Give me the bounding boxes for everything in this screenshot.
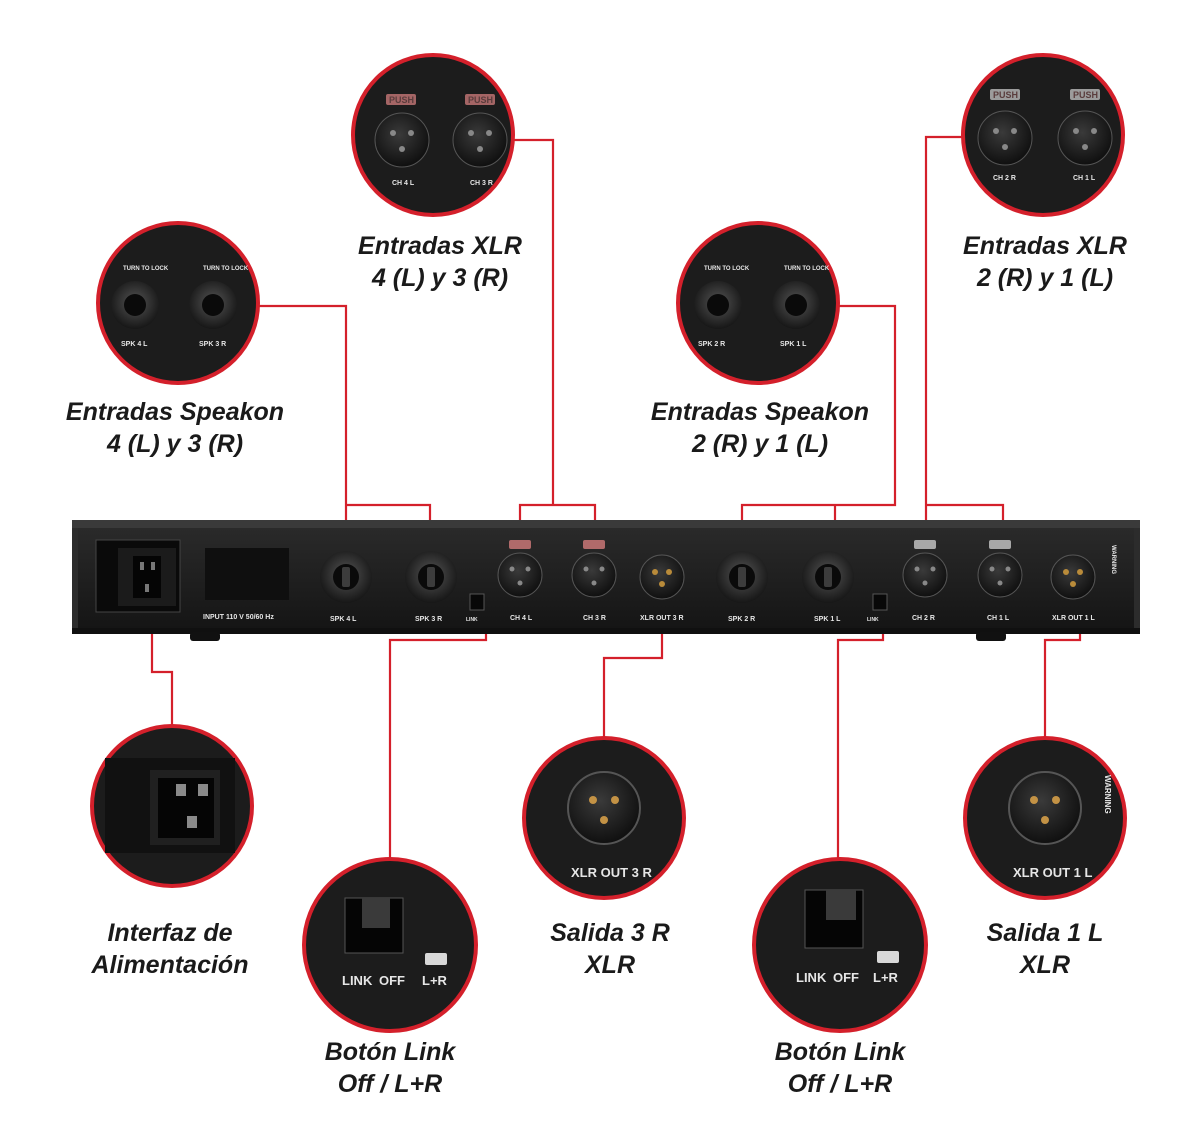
speakon-spk3 [405,551,457,603]
label-ch3: CH 3 R [583,615,606,622]
label-spk1: SPK 1 L [814,616,841,623]
line-out1 [1043,620,1082,740]
caption-out1-line2: XLR [1020,951,1070,979]
label-spk3: SPK 3 R [415,616,442,623]
xlr-in-ch4 [497,540,543,598]
line-out3 [602,616,664,740]
caption-speakon-43-line1: Entradas Speakon [65,398,285,426]
zoom-circle-xlr-43: PUSH PUSH CH 4 L CH 3 R [351,53,515,217]
zoom-label-ch3: CH 3 R [470,180,493,187]
foot-left [190,632,220,641]
caption-link-left-line1: Botón Link [324,1038,456,1066]
zoom-circle-out3: XLR OUT 3 R [522,736,686,900]
line-link-left [388,617,488,870]
zoom-link-label-right: LINK [796,970,827,985]
vent-grille [205,548,289,600]
foot-right [976,632,1006,641]
zoom-circle-link-right: LINK OFF L+R [752,857,928,1033]
zoom-label-xlrout1: XLR OUT 1 L [1013,865,1093,880]
zoom-circle-out1: XLR OUT 1 L WARNING [963,736,1127,900]
zoom-label-spk4: SPK 4 L [121,341,148,348]
zoom-push-2: PUSH [468,95,493,105]
label-ch1: CH 1 L [987,615,1010,622]
zoom-label-ch4: CH 4 L [392,180,415,187]
xlr-in-ch1 [977,540,1023,598]
rear-panel: INPUT 110 V 50/60 Hz SPK 4 L SPK 3 R LIN… [72,520,1140,641]
zoom-lr-label-left: L+R [422,973,448,988]
caption-out1-line1: Salida 1 L [986,919,1104,947]
zoom-circle-power [90,724,254,888]
link-right-mini-label: LINK [867,617,879,623]
caption-link-right-line1: Botón Link [774,1038,906,1066]
zoom-push-3: PUSH [993,90,1018,100]
caption-xlr-43-line2: 4 (L) y 3 (R) [371,264,509,292]
xlr-in-ch3 [571,540,617,598]
caption-xlr-43-line1: Entradas XLR [358,232,522,260]
xlr-out-1 [1050,554,1096,600]
label-spk2: SPK 2 R [728,616,755,623]
zoom-link-label-left: LINK [342,973,373,988]
caption-xlr-21-line1: Entradas XLR [963,232,1127,260]
caption-out3-line2: XLR [585,951,635,979]
zoom-warning: WARNING [1103,775,1112,814]
link-switch-right[interactable] [872,593,888,611]
caption-xlr-21-line2: 2 (R) y 1 (L) [976,264,1114,292]
speakon-spk4 [320,551,372,603]
label-ch4: CH 4 L [510,615,533,622]
caption-out1: Salida 1 L XLR [935,917,1155,981]
zoom-lr-label-right: L+R [873,970,899,985]
zoom-ttl-2: TURN TO LOCK [203,266,249,272]
caption-link-right-line2: Off / L+R [787,1070,893,1098]
caption-power-line2: Alimentación [91,951,249,979]
caption-power-line1: Interfaz de [107,919,233,947]
xlr-in-ch2 [902,540,948,598]
zoom-ttl-4: TURN TO LOCK [784,266,830,272]
link-left-mini-label: LINK [466,617,478,623]
xlr-out-3 [639,554,685,600]
caption-speakon-43-line2: 4 (L) y 3 (R) [106,430,244,458]
caption-link-right: Botón Link Off / L+R [725,1036,955,1100]
speakon-spk1 [802,551,854,603]
line-xlr-43 [500,138,597,545]
power-inlet [95,539,181,613]
zoom-push-1: PUSH [389,95,414,105]
zoom-circle-xlr-21: PUSH PUSH CH 2 R CH 1 L [961,53,1125,217]
caption-xlr-21: Entradas XLR 2 (R) y 1 (L) [925,230,1165,294]
zoom-label-spk3: SPK 3 R [199,341,226,348]
zoom-off-label-left: OFF [379,973,405,988]
caption-speakon-21-line1: Entradas Speakon [650,398,870,426]
caption-out3-line1: Salida 3 R [550,919,670,947]
label-xlrout3: XLR OUT 3 R [640,615,684,622]
label-xlrout1: XLR OUT 1 L [1052,615,1096,622]
caption-speakon-43: Entradas Speakon 4 (L) y 3 (R) [40,396,310,460]
zoom-circle-speakon-21: TURN TO LOCK TURN TO LOCK SPK 2 R SPK 1 … [676,221,840,385]
caption-xlr-43: Entradas XLR 4 (L) y 3 (R) [320,230,560,294]
zoom-label-spk1: SPK 1 L [780,341,807,348]
warning-label: WARNING [1110,545,1116,574]
zoom-label-ch1: CH 1 L [1073,175,1096,182]
caption-out3: Salida 3 R XLR [500,917,720,981]
zoom-ttl-1: TURN TO LOCK [123,266,169,272]
caption-link-left: Botón Link Off / L+R [275,1036,505,1100]
line-power [150,600,174,728]
label-spk4: SPK 4 L [330,616,357,623]
zoom-label-spk2: SPK 2 R [698,341,725,348]
caption-speakon-21-line2: 2 (R) y 1 (L) [691,430,829,458]
caption-speakon-21: Entradas Speakon 2 (R) y 1 (L) [620,396,900,460]
zoom-push-4: PUSH [1073,90,1098,100]
input-voltage-label: INPUT 110 V 50/60 Hz [203,614,274,621]
label-ch2: CH 2 R [912,615,935,622]
line-link-right [836,617,885,870]
zoom-off-label-right: OFF [833,970,859,985]
zoom-label-ch2: CH 2 R [993,175,1016,182]
link-switch-left[interactable] [469,593,485,611]
zoom-circle-speakon-43: TURN TO LOCK TURN TO LOCK SPK 4 L SPK 3 … [96,221,260,385]
speakon-spk2 [716,551,768,603]
zoom-label-xlrout3: XLR OUT 3 R [571,865,653,880]
caption-power: Interfaz de Alimentación [50,917,290,981]
zoom-circle-link-left: LINK OFF L+R [302,857,478,1033]
caption-link-left-line2: Off / L+R [337,1070,443,1098]
zoom-ttl-3: TURN TO LOCK [704,266,750,272]
